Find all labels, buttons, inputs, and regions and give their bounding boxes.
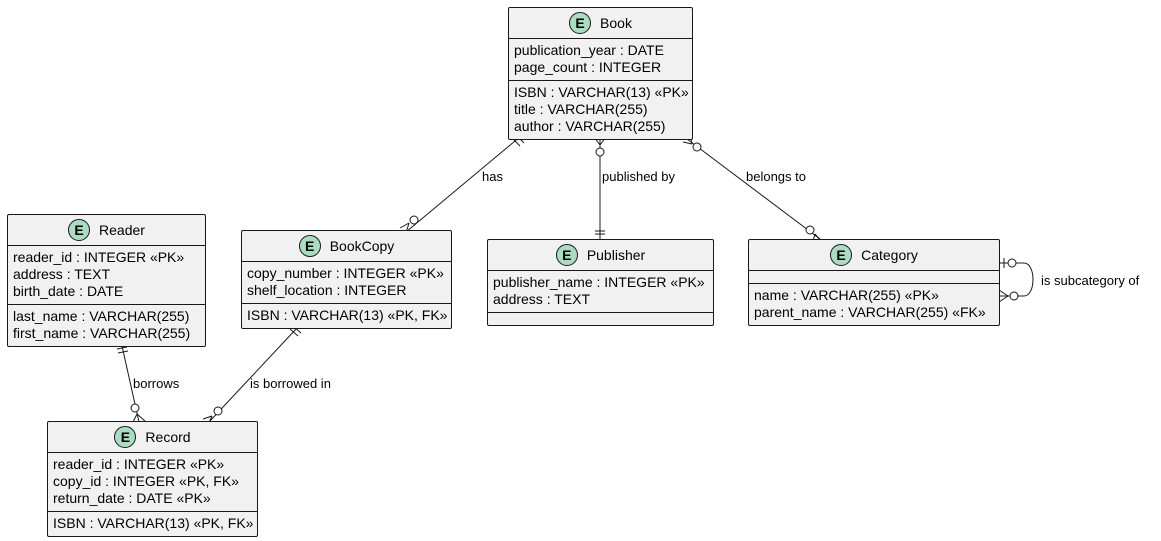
attribute: author : VARCHAR(255) (514, 118, 666, 134)
attribute-group: publisher_name : INTEGER «PK» address : … (488, 271, 713, 312)
edge-book-publisher (593, 136, 607, 240)
entity-name: Publisher (586, 246, 646, 263)
attribute-group (749, 271, 999, 283)
edge-label-subcategory: is subcategory of (1041, 273, 1140, 288)
attribute: return_date : DATE «PK» (53, 490, 211, 506)
attribute-group: reader_id : INTEGER «PK» address : TEXT … (8, 246, 205, 304)
attribute: reader_id : INTEGER «PK» (53, 456, 225, 472)
entity-header: E Book (509, 8, 692, 39)
attribute-group: name : VARCHAR(255) «PK» parent_name : V… (749, 283, 999, 325)
attribute-group: publication_year : DATE page_count : INT… (509, 39, 692, 80)
entity-category[interactable]: E Category name : VARCHAR(255) «PK» pare… (748, 239, 1000, 326)
edge-label-published-by: published by (602, 169, 675, 184)
entity-header: E Reader (8, 215, 205, 246)
entity-book[interactable]: E Book publication_year : DATE page_coun… (508, 7, 693, 140)
attribute: copy_id : INTEGER «PK, FK» (53, 473, 239, 489)
edge-label-belongs-to: belongs to (746, 169, 806, 184)
attribute-group: ISBN : VARCHAR(13) «PK, FK» (48, 511, 257, 536)
attribute: birth_date : DATE (13, 283, 124, 299)
entity-icon: E (114, 426, 137, 448)
edge-label-has: has (482, 169, 503, 184)
entity-header: E Category (749, 240, 999, 271)
entity-icon: E (298, 235, 321, 257)
attribute: ISBN : VARCHAR(13) «PK» (514, 84, 689, 100)
entity-header: E Publisher (488, 240, 713, 271)
attribute: title : VARCHAR(255) (514, 101, 648, 117)
attribute: ISBN : VARCHAR(13) «PK, FK» (53, 515, 254, 531)
entity-name: BookCopy (329, 237, 395, 254)
attribute: publication_year : DATE (514, 42, 664, 58)
edge-label-borrows: borrows (133, 376, 180, 391)
attribute: copy_number : INTEGER «PK» (247, 265, 444, 281)
attribute: publisher_name : INTEGER «PK» (493, 274, 705, 290)
edge-reader-record (116, 345, 146, 423)
entity-bookcopy[interactable]: E BookCopy copy_number : INTEGER «PK» sh… (241, 230, 452, 329)
entity-reader[interactable]: E Reader reader_id : INTEGER «PK» addres… (7, 214, 206, 347)
edge-book-bookcopy (399, 133, 525, 234)
edge-bookcopy-record (202, 325, 302, 424)
entity-header: E Record (48, 422, 257, 453)
entity-name: Reader (99, 221, 145, 238)
attribute-group: copy_number : INTEGER «PK» shelf_locatio… (242, 262, 451, 303)
attribute: parent_name : VARCHAR(255) «FK» (754, 304, 986, 320)
attribute: first_name : VARCHAR(255) (13, 325, 191, 341)
attribute-group: ISBN : VARCHAR(13) «PK» title : VARCHAR(… (509, 80, 692, 139)
attribute: ISBN : VARCHAR(13) «PK, FK» (247, 307, 448, 323)
entity-header: E BookCopy (242, 231, 451, 262)
entity-icon: E (68, 219, 91, 241)
entity-record[interactable]: E Record reader_id : INTEGER «PK» copy_i… (47, 421, 258, 537)
attribute: shelf_location : INTEGER (247, 282, 407, 298)
attribute: reader_id : INTEGER «PK» (13, 249, 185, 265)
edge-category-self (998, 258, 1034, 303)
attribute-group (488, 312, 713, 325)
attribute: address : TEXT (493, 291, 591, 307)
entity-icon: E (555, 244, 578, 266)
attribute-group: ISBN : VARCHAR(13) «PK, FK» (242, 303, 451, 328)
entity-publisher[interactable]: E Publisher publisher_name : INTEGER «PK… (487, 239, 714, 326)
attribute: address : TEXT (13, 266, 111, 282)
edge-book-category (682, 133, 821, 242)
entity-name: Category (861, 246, 918, 263)
attribute: page_count : INTEGER (514, 59, 662, 75)
attribute: name : VARCHAR(255) «PK» (754, 287, 939, 303)
edge-label-borrowed-in: is borrowed in (250, 376, 331, 391)
entity-icon: E (569, 12, 592, 34)
entity-name: Record (145, 428, 191, 445)
entity-icon: E (830, 244, 853, 266)
entity-name: Book (600, 14, 632, 31)
attribute-group: last_name : VARCHAR(255) first_name : VA… (8, 304, 205, 346)
attribute-group: reader_id : INTEGER «PK» copy_id : INTEG… (48, 453, 257, 511)
attribute: last_name : VARCHAR(255) (13, 308, 190, 324)
